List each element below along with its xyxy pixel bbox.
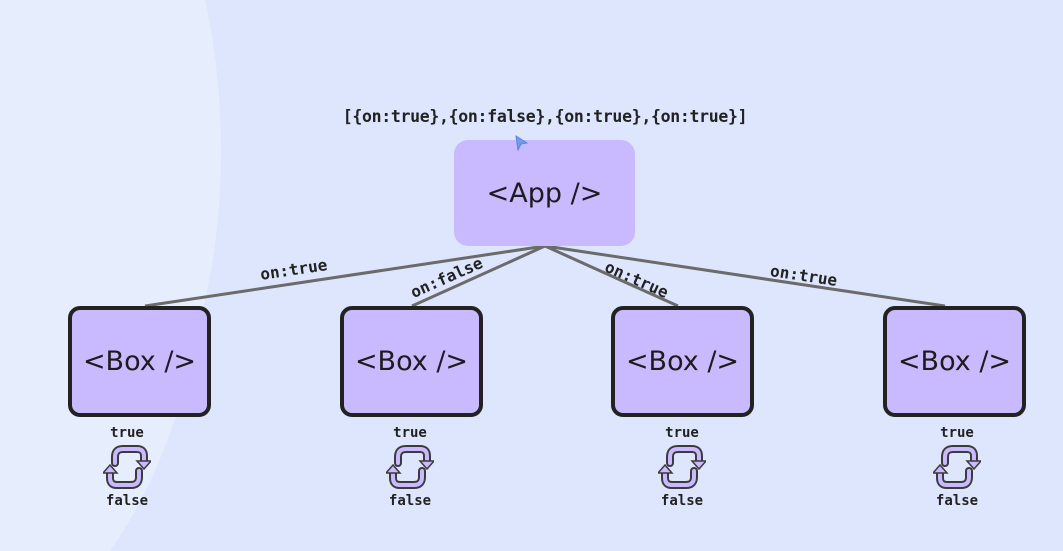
refresh-cycle-icon — [386, 445, 434, 489]
toggle-false-label: false — [388, 493, 432, 509]
edge-app-box-1 — [144, 244, 546, 308]
toggle-indicator-4: true false — [927, 424, 987, 510]
edge-app-box-3 — [544, 244, 679, 308]
toggle-true-label: true — [110, 425, 144, 441]
toggle-true-label: true — [393, 425, 427, 441]
toggle-false-label: false — [105, 493, 149, 509]
pointer-cursor-icon — [515, 135, 529, 151]
app-node: <App /> — [454, 140, 635, 246]
refresh-cycle-icon — [103, 445, 151, 489]
box-node-4: <Box /> — [883, 306, 1026, 417]
edge-app-box-2 — [411, 244, 546, 308]
toggle-indicator-2: true false — [380, 424, 440, 510]
toggle-false-label: false — [660, 493, 704, 509]
box-node-2: <Box /> — [340, 306, 483, 417]
toggle-false-label: false — [935, 493, 979, 509]
state-array-text: [{on:true},{on:false},{on:true},{on:true… — [342, 107, 748, 126]
toggle-true-label: true — [940, 425, 974, 441]
refresh-cycle-icon — [658, 445, 706, 489]
box-node-1: <Box /> — [68, 306, 211, 417]
edge-app-box-4 — [544, 244, 946, 308]
refresh-cycle-icon — [933, 445, 981, 489]
toggle-true-label: true — [665, 425, 699, 441]
toggle-indicator-3: true false — [652, 424, 712, 510]
toggle-indicator-1: true false — [97, 424, 157, 510]
box-node-3: <Box /> — [611, 306, 754, 417]
